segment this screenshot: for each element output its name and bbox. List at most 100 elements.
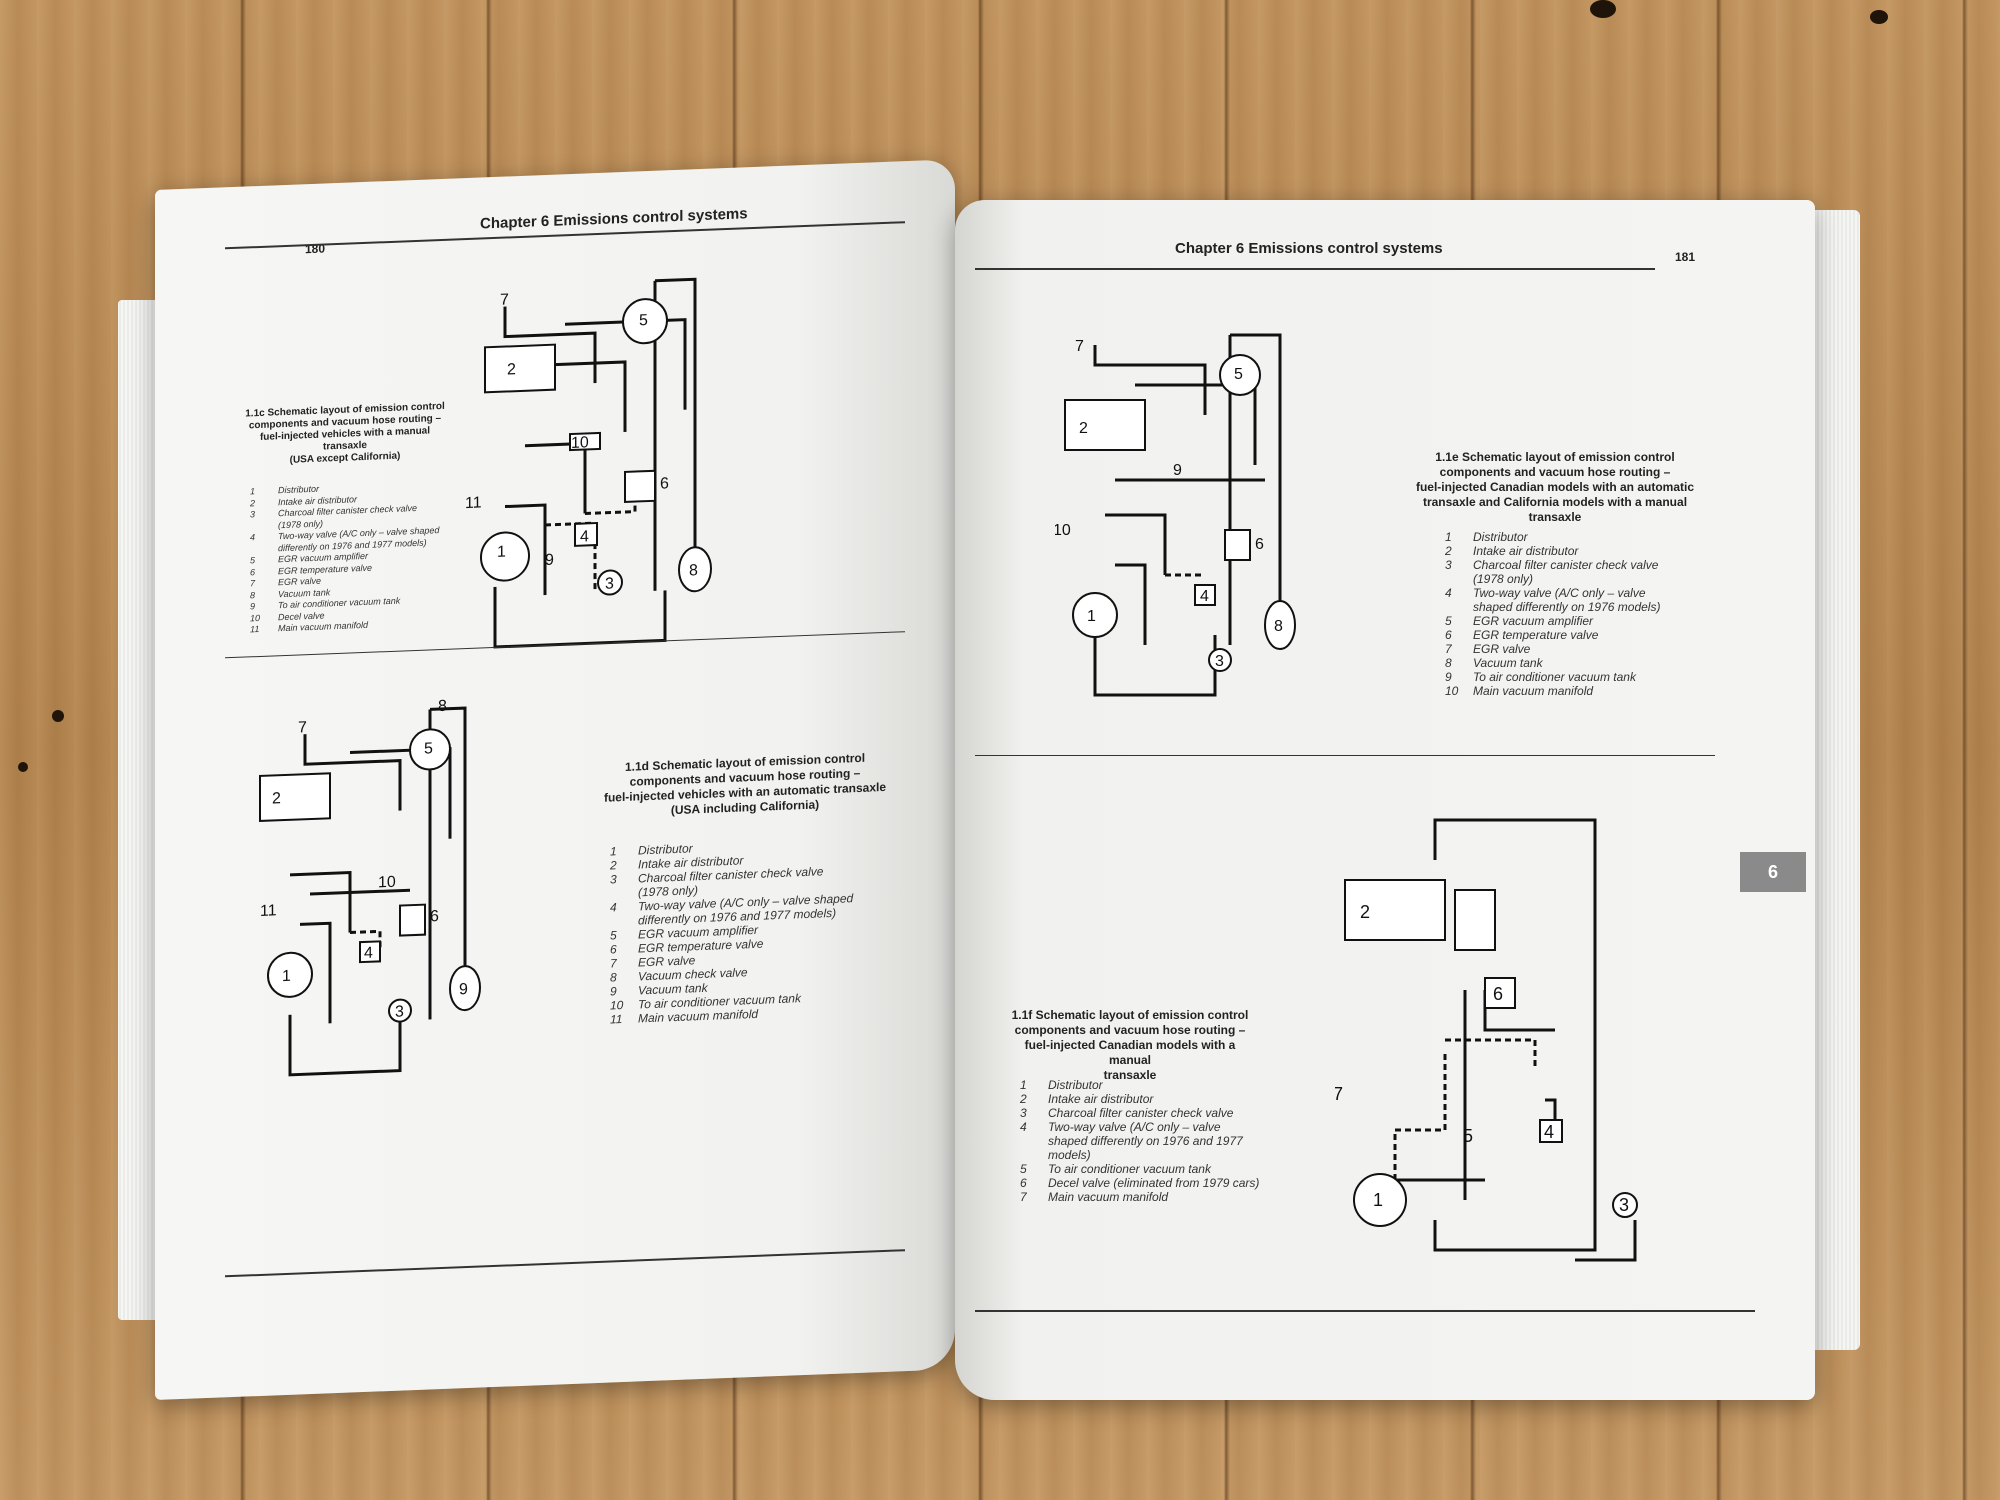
legend-item-number: 9 <box>1445 670 1452 684</box>
legend-item-number <box>610 913 638 928</box>
diagram-d-label-5: 5 <box>424 740 433 757</box>
legend-item-text: To air conditioner vacuum tank <box>1048 1162 1211 1176</box>
wood-knot <box>18 762 28 772</box>
diagram-d-label-4: 4 <box>364 945 373 962</box>
legend-item-text: EGR vacuum amplifier <box>1473 614 1594 628</box>
legend-item-number: 5 <box>610 928 617 943</box>
legend-item-text: shaped differently on 1976 models) <box>1473 600 1661 614</box>
legend-item-text: EGR valve <box>1473 642 1531 656</box>
legend-item: 5 To air conditioner vacuum tank <box>1020 1162 1270 1176</box>
wood-knot <box>52 710 64 722</box>
legend-item-number: 8 <box>610 970 617 985</box>
legend-item-number <box>1020 1134 1048 1148</box>
legend-item-number: 6 <box>1020 1176 1027 1190</box>
legend-item-text: To air conditioner vacuum tank <box>1473 670 1636 684</box>
diagram-d-label-11: 11 <box>260 902 277 920</box>
diagram-d-label-9: 9 <box>459 981 468 998</box>
diagram-f-label-5: 5 <box>1463 1126 1473 1146</box>
legend-item-number: 7 <box>1445 642 1452 656</box>
legend-item-text: Intake air distributor <box>1048 1092 1154 1106</box>
legend-item: 4 Two-way valve (A/C only – valve <box>1445 586 1715 600</box>
figure-1-1f-diagram: 1 2 3 4 5 6 7 <box>1335 818 1638 1262</box>
footer-rule-right <box>975 1310 1755 1312</box>
figure-1-1c-caption: 1.1c Schematic layout of emission contro… <box>245 400 445 466</box>
legend-item-number <box>1445 600 1473 614</box>
diagram-d-label-1: 1 <box>282 968 291 985</box>
legend-item: shaped differently on 1976 models) <box>1445 600 1715 614</box>
left-page: 180 Chapter 6 Emissions control systems … <box>155 159 955 1401</box>
diagram-e-label-7: 7 <box>1075 338 1084 355</box>
legend-item: 7 Main vacuum manifold <box>1020 1190 1270 1204</box>
legend-item-number: 3 <box>1445 558 1452 572</box>
legend-item-number: 11 <box>250 623 260 635</box>
legend-item-text: Charcoal filter canister check valve <box>1473 558 1659 572</box>
diagram-d-label-3: 3 <box>395 1003 404 1020</box>
diagram-c-label-7: 7 <box>500 291 509 308</box>
wood-knot <box>1590 0 1616 18</box>
legend-item-number: 5 <box>1020 1162 1027 1176</box>
legend-item-number: 10 <box>610 998 624 1013</box>
diagram-c-label-6: 6 <box>660 475 669 492</box>
footer-rule-left <box>225 1249 905 1278</box>
diagram-e-label-2: 2 <box>1079 420 1088 437</box>
legend-item-number: 5 <box>1445 614 1452 628</box>
legend-item-number <box>610 885 638 900</box>
diagram-e-label-8: 8 <box>1274 618 1283 635</box>
legend-item-number: 8 <box>1445 656 1452 670</box>
legend-item: 2 Intake air distributor <box>1020 1092 1270 1106</box>
diagram-c-label-5: 5 <box>639 312 648 329</box>
legend-item-number: 6 <box>610 942 617 957</box>
legend-item-text: Two-way valve (A/C only – valve <box>1473 586 1646 600</box>
diagram-c-label-3: 3 <box>605 575 614 592</box>
legend-item-number: 4 <box>610 900 617 915</box>
diagram-d-label-8: 8 <box>438 698 447 715</box>
diagram-f-label-4: 4 <box>1544 1122 1554 1142</box>
diagram-f-label-2: 2 <box>1360 902 1370 922</box>
mid-rule-right <box>975 755 1715 756</box>
wood-knot <box>1870 10 1888 24</box>
legend-item-number: 4 <box>1445 586 1452 600</box>
diagram-e-label-4: 4 <box>1200 588 1209 605</box>
legend-item-text: Main vacuum manifold <box>1048 1190 1169 1204</box>
legend-item-number: 6 <box>1445 628 1452 642</box>
diagram-d-label-6: 6 <box>430 908 439 925</box>
chapter-thumb-tab[interactable]: 6 <box>1740 852 1806 892</box>
right-page-number: 181 <box>1675 250 1696 264</box>
legend-item-text: (1978 only) <box>1473 572 1534 586</box>
legend-item: 3 Charcoal filter canister check valve <box>1445 558 1715 572</box>
legend-item-number: 1 <box>610 844 617 859</box>
legend-item-text: Intake air distributor <box>1473 544 1579 558</box>
diagram-e-label-6: 6 <box>1255 536 1264 553</box>
legend-item: shaped differently on 1976 and 1977 <box>1020 1134 1270 1148</box>
diagram-e-label-1: 1 <box>1087 608 1096 625</box>
diagram-f-label-3: 3 <box>1619 1195 1629 1215</box>
diagram-d-label-7: 7 <box>298 719 307 736</box>
diagram-d-label-2: 2 <box>272 790 281 807</box>
figure-1-1d-diagram: 1 2 3 4 5 6 7 8 9 10 11 <box>259 698 481 1077</box>
diagram-c-label-10: 10 <box>571 434 589 452</box>
legend-item-text: Distributor <box>1048 1078 1103 1092</box>
legend-item-number: 7 <box>1020 1190 1027 1204</box>
legend-item-number: 7 <box>610 956 617 971</box>
figure-1-1e-diagram: 1 2 3 4 5 6 7 8 9 10 <box>1055 333 1296 697</box>
right-page-header: Chapter 6 Emissions control systems <box>1175 240 1443 257</box>
legend-item-number: 2 <box>1020 1092 1027 1106</box>
diagram-e-label-5: 5 <box>1234 366 1243 383</box>
diagram-e-label-9: 9 <box>1173 462 1182 479</box>
legend-item-number: 1 <box>1445 530 1452 544</box>
diagram-c-label-9: 9 <box>545 552 554 569</box>
figure-1-1c-diagram: 1 2 3 4 5 6 7 8 9 10 11 <box>465 277 712 649</box>
header-rule-right <box>975 268 1655 270</box>
diagram-c-label-8: 8 <box>689 562 698 579</box>
